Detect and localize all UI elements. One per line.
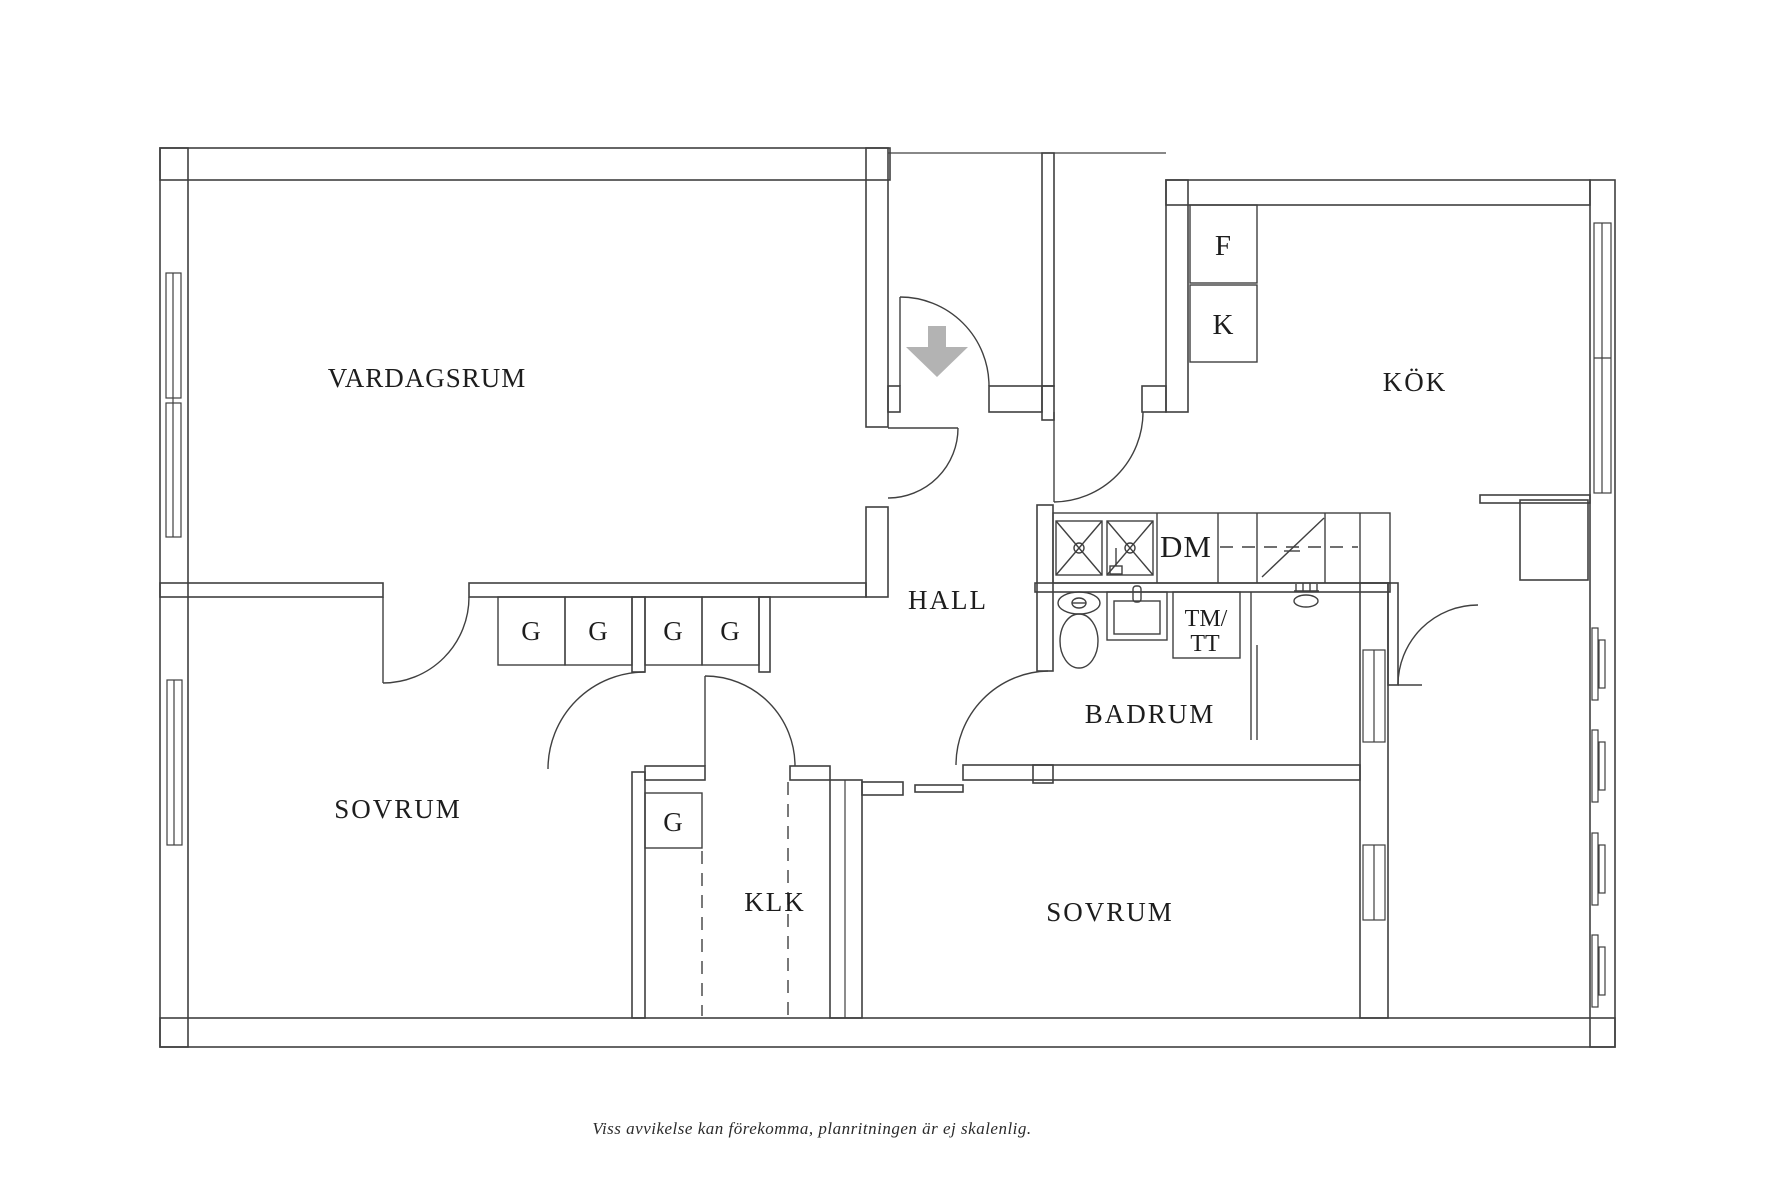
window-facade-icon bbox=[1362, 649, 1386, 921]
klk-hanging-rails bbox=[701, 782, 789, 1016]
shower-partition bbox=[1250, 592, 1258, 740]
wardrobe-box bbox=[644, 792, 703, 849]
room-label-sovrum-2: SOVRUM bbox=[1046, 897, 1174, 927]
room-labels: VARDAGSRUM KÖK HALL BADRUM SOVRUM SOVRUM… bbox=[328, 363, 1448, 927]
kitchen-door-icon bbox=[1053, 411, 1144, 503]
wardrobe-box bbox=[701, 596, 760, 666]
window-livingroom-icon bbox=[165, 272, 182, 538]
washer-dryer-box bbox=[1172, 591, 1241, 659]
washer-dryer-label-line2: TT bbox=[1190, 631, 1220, 657]
wardrobe-label: G bbox=[588, 616, 608, 646]
freezer-label: K bbox=[1213, 309, 1234, 341]
entrance-arrow-icon bbox=[906, 326, 968, 377]
kitchen-sink-icon bbox=[1055, 520, 1154, 576]
washbasin-icon bbox=[1106, 585, 1168, 641]
disclaimer-text: Viss avvikelse kan förekomma, planritnin… bbox=[592, 1119, 1031, 1138]
room-label-klk: KLK bbox=[744, 887, 806, 917]
klk-door-icon bbox=[704, 675, 796, 767]
washer-dryer-label-line1: TM/ bbox=[1185, 606, 1228, 632]
doors bbox=[382, 296, 1479, 770]
windows bbox=[165, 222, 1612, 1008]
shower-icon bbox=[1293, 583, 1319, 608]
room-label-kok: KÖK bbox=[1383, 367, 1448, 397]
fridge-box bbox=[1189, 204, 1258, 284]
bedroom1-hall-door-icon bbox=[547, 671, 646, 770]
kitchen-counter bbox=[1052, 512, 1391, 584]
balcony-glazing-icon bbox=[1591, 627, 1606, 1008]
room-label-badrum: BADRUM bbox=[1085, 699, 1216, 729]
livingroom-door-icon bbox=[887, 427, 959, 499]
appliance-labels: F K DM TM/ TT G G G G G bbox=[521, 230, 1233, 837]
toilet-icon bbox=[1057, 591, 1101, 669]
freezer-box bbox=[1189, 284, 1258, 363]
entry-door-icon bbox=[899, 296, 990, 387]
wardrobe-label: G bbox=[521, 616, 541, 646]
room-label-sovrum-1: SOVRUM bbox=[334, 794, 462, 824]
wardrobe-label: G bbox=[663, 807, 683, 837]
dishwasher-label: DM bbox=[1160, 529, 1212, 564]
wardrobe-box bbox=[564, 596, 633, 666]
balcony-door-icon bbox=[1397, 604, 1479, 686]
wardrobe-label: G bbox=[720, 616, 740, 646]
fridge-label: F bbox=[1215, 230, 1231, 262]
wardrobes bbox=[497, 596, 789, 1016]
wardrobe-label: G bbox=[663, 616, 683, 646]
room-label-hall: HALL bbox=[908, 585, 988, 615]
fridge-freezer bbox=[1189, 204, 1258, 363]
window-kitchen-icon bbox=[1593, 222, 1612, 494]
bathroom-door-icon bbox=[955, 670, 1049, 766]
bedroom1-door-icon bbox=[382, 596, 470, 684]
window-bedroom1-icon bbox=[166, 679, 183, 846]
bathroom-fixtures bbox=[1057, 583, 1319, 740]
room-label-vardagsrum: VARDAGSRUM bbox=[328, 363, 527, 393]
stove-icon bbox=[1220, 517, 1358, 578]
